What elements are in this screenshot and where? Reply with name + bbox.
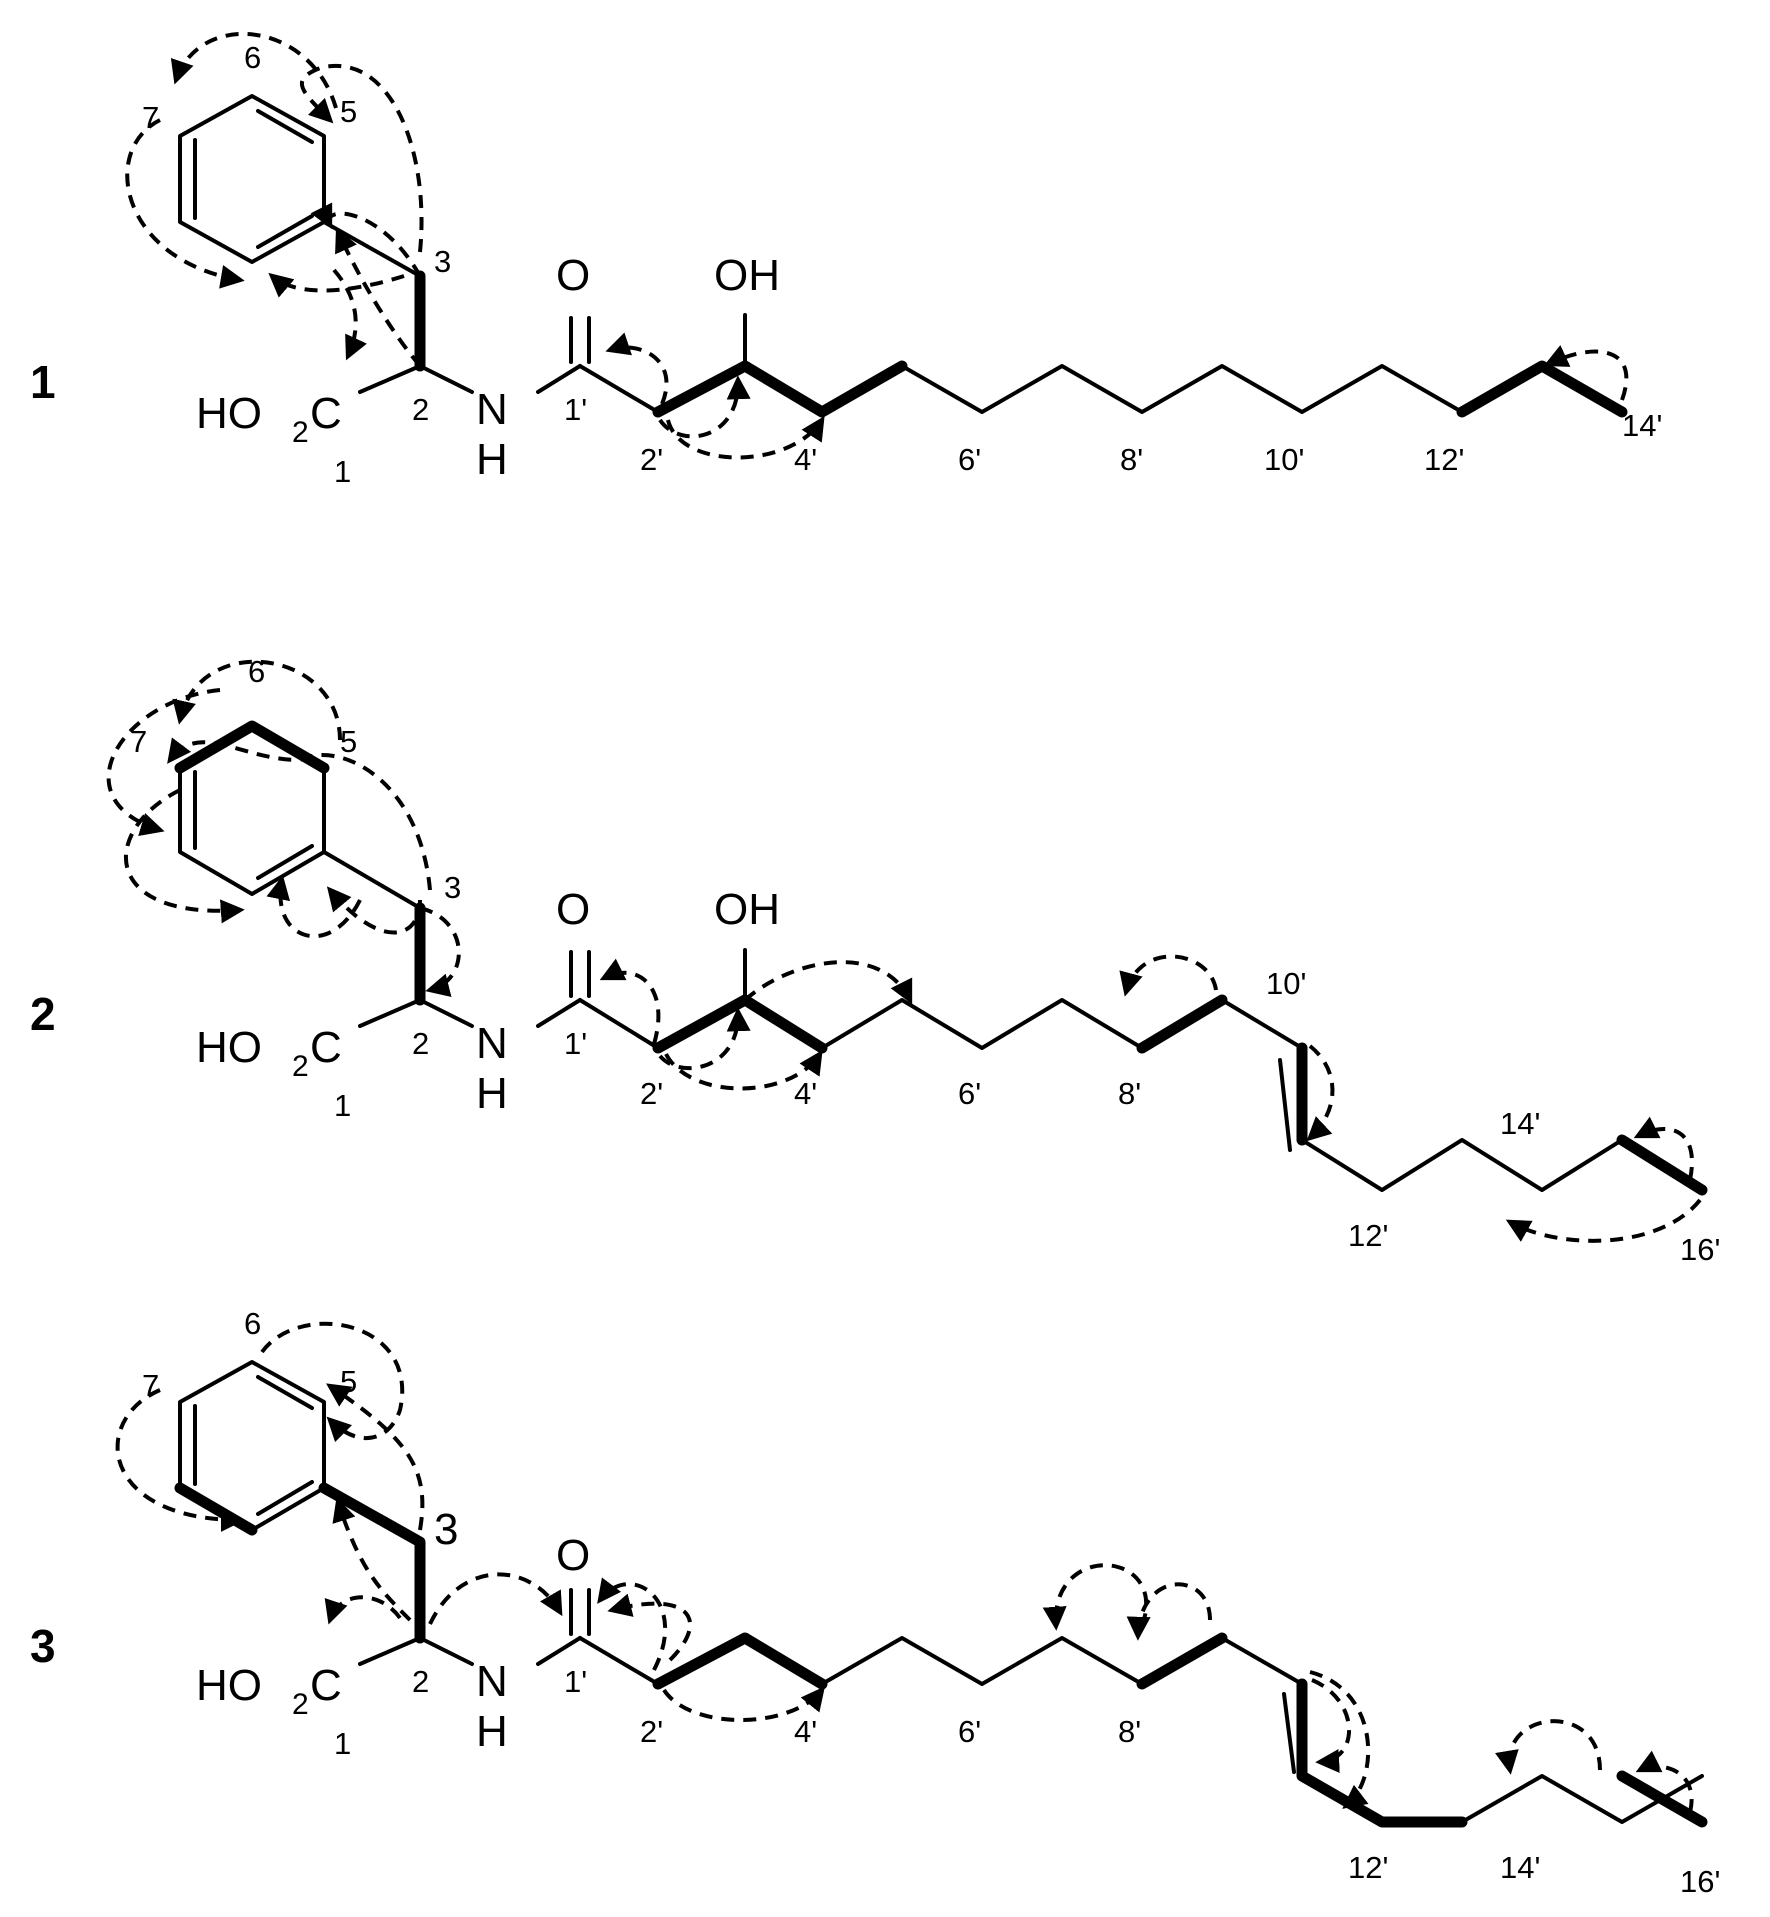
locant: 10': [1266, 966, 1306, 1001]
acid-ho: HO: [196, 1023, 262, 1072]
locant: 3: [444, 870, 461, 905]
locants: 6 7 5 3 2 1 1' 2' 4' 6' 8' 10' 12' 14' 1…: [130, 654, 1720, 1267]
locant: 6: [248, 654, 265, 689]
acid-carbon: C: [310, 1023, 342, 1072]
correlation-arrows: [115, 1321, 1694, 1813]
carbonyl-oxygen: O: [556, 885, 590, 934]
correlation-arrows: [106, 659, 1702, 1243]
amide-hydrogen: H: [476, 1069, 508, 1118]
amide-nitrogen: N: [476, 385, 508, 434]
acid-ho: HO: [196, 1661, 262, 1710]
locant: 14': [1622, 408, 1662, 443]
locants: 6 7 5 3 2 1 1' 2' 4' 6' 8' 10' 12' 14': [142, 40, 1662, 489]
hydroxyl-group: OH: [714, 251, 780, 300]
locant: 5: [340, 724, 357, 759]
single-bonds: [322, 850, 1624, 1192]
compound-number: 3: [30, 1620, 56, 1672]
locant: 3: [434, 1505, 458, 1554]
locant: 7: [142, 100, 159, 135]
locant: 1': [564, 1664, 587, 1699]
atom-labels: O OH HO 2 C N H: [196, 251, 780, 484]
acid-ho: HO: [196, 389, 262, 438]
locant: 14': [1500, 1106, 1540, 1141]
locants: 6 7 5 3 2 1 1' 2' 4' 6' 8' 12' 14' 16': [142, 1306, 1720, 1899]
locant: 1: [334, 454, 351, 489]
locant: 7: [130, 724, 147, 759]
amide-hydrogen: H: [476, 1707, 508, 1756]
locant: 4': [794, 1076, 817, 1111]
locant: 6': [958, 1076, 981, 1111]
locant: 8': [1118, 1714, 1141, 1749]
locant: 6': [958, 442, 981, 477]
single-bonds: [358, 1588, 1704, 1824]
amide-nitrogen: N: [476, 1657, 508, 1706]
locant: 2: [412, 392, 429, 427]
compound-number: 2: [30, 988, 56, 1040]
atom-labels: O HO 2 C N H: [196, 1531, 590, 1756]
locant: 6: [244, 1306, 261, 1341]
carbonyl-oxygen: O: [556, 1531, 590, 1580]
locant: 12': [1348, 1218, 1388, 1253]
locant: 1: [334, 1088, 351, 1123]
locant: 2': [640, 1714, 663, 1749]
locant: 3: [434, 244, 451, 279]
locant: 8': [1120, 442, 1143, 477]
locant: 2': [640, 1076, 663, 1111]
acid-carbon: C: [310, 389, 342, 438]
amide-nitrogen: N: [476, 1019, 508, 1068]
bold-bonds: [174, 1482, 1708, 1828]
locant: 8': [1118, 1076, 1141, 1111]
locant: 16': [1680, 1232, 1720, 1267]
compound-1: 1 O OH HO 2 C N: [30, 32, 1662, 489]
amide-hydrogen: H: [476, 435, 508, 484]
locant: 16': [1680, 1864, 1720, 1899]
hydroxyl-group: OH: [714, 885, 780, 934]
acid-subscript: 2: [292, 1688, 309, 1721]
bold-bonds: [174, 720, 1708, 1196]
atom-labels: O OH HO 2 C N H: [196, 885, 780, 1118]
benzene-ring: [178, 94, 326, 264]
compound-2: 2 O: [30, 654, 1720, 1267]
acid-subscript: 2: [292, 1050, 309, 1083]
locant: 5: [340, 94, 357, 129]
acid-carbon: C: [310, 1661, 342, 1710]
locant: 7: [142, 1368, 159, 1403]
locant: 10': [1264, 442, 1304, 477]
bold-bonds: [414, 270, 1628, 418]
carbonyl-oxygen: O: [556, 251, 590, 300]
locant: 1': [564, 1026, 587, 1061]
locant: 1': [564, 392, 587, 427]
locant: 2: [412, 1664, 429, 1699]
locant: 14': [1500, 1850, 1540, 1885]
compound-3: 3 O HO: [30, 1306, 1720, 1899]
locant: 1: [334, 1726, 351, 1761]
locant: 12': [1348, 1850, 1388, 1885]
locant: 4': [794, 1714, 817, 1749]
locant: 12': [1424, 442, 1464, 477]
correlation-arrows: [125, 32, 1629, 460]
locant: 2': [640, 442, 663, 477]
locant: 4': [794, 442, 817, 477]
acid-subscript: 2: [292, 416, 309, 449]
locant: 6': [958, 1714, 981, 1749]
locant: 5: [340, 1364, 357, 1399]
single-bonds: [322, 220, 1464, 414]
compound-number: 1: [30, 356, 56, 408]
locant: 6: [244, 40, 261, 75]
locant: 2: [412, 1026, 429, 1061]
